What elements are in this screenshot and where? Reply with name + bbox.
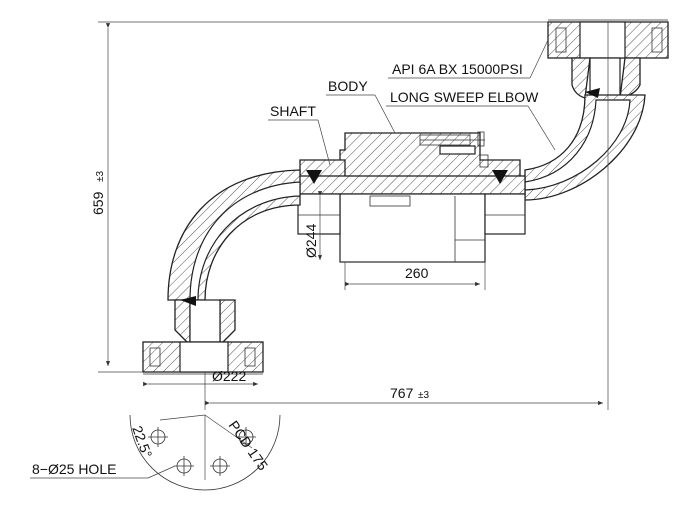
shaft-diameter-value: Ø244 <box>303 224 319 258</box>
shaft-diameter-dimension: Ø244 <box>303 191 323 260</box>
lower-elbow <box>167 169 301 301</box>
height-dimension: 659 ±3 <box>90 21 548 373</box>
upper-elbow <box>524 94 646 201</box>
long-sweep-label: LONG SWEEP ELBOW <box>390 89 539 105</box>
flange-diameter-dimension: Ø222 <box>143 368 258 387</box>
body-length-dimension: 260 <box>344 262 486 290</box>
body-block <box>339 131 521 181</box>
shaft-label-group: SHAFT <box>268 103 331 166</box>
lower-neck <box>174 299 236 347</box>
hole-label: 8−Ø25 HOLE <box>32 461 116 477</box>
api-label-group: API 6A BX 15000PSI <box>388 39 549 79</box>
bolt-pattern-detail: 22.5° PCD 175 8−Ø25 HOLE <box>30 414 281 491</box>
bottom-flange <box>142 341 264 375</box>
shaft-label: SHAFT <box>270 103 316 119</box>
length-tolerance: ±3 <box>418 390 429 401</box>
weld-marks <box>180 88 600 306</box>
body-length-value: 260 <box>405 265 429 281</box>
height-value: 659 <box>90 191 106 215</box>
height-tolerance: ±3 <box>95 171 106 182</box>
length-value: 767 <box>390 385 414 401</box>
length-dimension: 767 ±3 <box>204 22 609 410</box>
body-label: BODY <box>328 78 368 94</box>
upper-neck <box>571 57 641 119</box>
angle-value: 22.5° <box>129 424 155 460</box>
long-sweep-label-group: LONG SWEEP ELBOW <box>386 89 556 151</box>
pcd-label: PCD 175 <box>226 418 272 474</box>
shaft-pipe <box>284 159 526 263</box>
body-label-group: BODY <box>326 78 396 134</box>
flange-diameter-value: Ø222 <box>212 368 246 384</box>
api-label: API 6A BX 15000PSI <box>392 61 523 77</box>
